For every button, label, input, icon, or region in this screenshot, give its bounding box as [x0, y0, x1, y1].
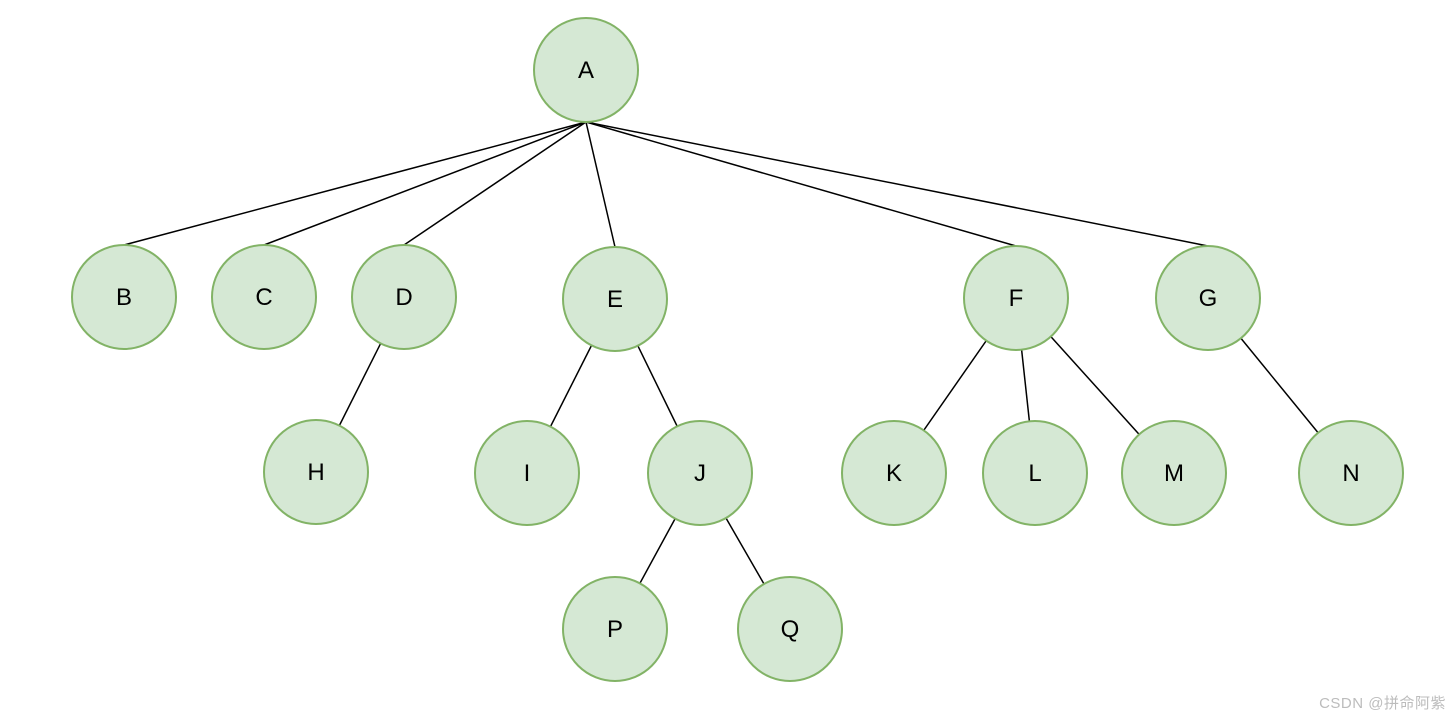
node-label-i: I — [524, 460, 531, 487]
node-circle-a — [533, 17, 639, 123]
watermark: CSDN @拼命阿紫 — [1319, 695, 1446, 712]
node-label-q: Q — [781, 616, 800, 643]
node-circle-p — [562, 576, 668, 682]
node-circle-g — [1155, 245, 1261, 351]
tree-node-i: I — [474, 420, 580, 526]
node-circle-c — [211, 244, 317, 350]
node-label-g: G — [1199, 285, 1218, 312]
node-circle-k — [841, 420, 947, 526]
node-label-k: K — [886, 460, 902, 487]
node-circle-j — [647, 420, 753, 526]
node-label-h: H — [307, 459, 324, 486]
edge-a-d — [403, 121, 587, 246]
tree-node-b: B — [71, 244, 177, 350]
tree-node-l: L — [982, 420, 1088, 526]
node-circle-n — [1298, 420, 1404, 526]
node-circle-m — [1121, 420, 1227, 526]
node-label-c: C — [255, 284, 272, 311]
edge-a-c — [263, 121, 587, 246]
edge-a-e — [585, 121, 616, 248]
tree-node-p: P — [562, 576, 668, 682]
node-circle-i — [474, 420, 580, 526]
node-label-a: A — [578, 57, 594, 84]
tree-node-g: G — [1155, 245, 1261, 351]
tree-node-c: C — [211, 244, 317, 350]
tree-node-k: K — [841, 420, 947, 526]
node-circle-f — [963, 245, 1069, 351]
node-label-b: B — [116, 284, 132, 311]
edge-a-b — [123, 121, 587, 246]
tree-node-e: E — [562, 246, 668, 352]
tree-node-q: Q — [737, 576, 843, 682]
tree-node-m: M — [1121, 420, 1227, 526]
node-label-f: F — [1009, 285, 1024, 312]
node-circle-q — [737, 576, 843, 682]
node-label-n: N — [1342, 460, 1359, 487]
node-circle-b — [71, 244, 177, 350]
tree-node-n: N — [1298, 420, 1404, 526]
tree-node-d: D — [351, 244, 457, 350]
node-label-m: M — [1164, 460, 1184, 487]
tree-node-j: J — [647, 420, 753, 526]
tree-node-h: H — [263, 419, 369, 525]
tree-node-f: F — [963, 245, 1069, 351]
node-circle-e — [562, 246, 668, 352]
tree-node-a: A — [533, 17, 639, 123]
node-label-p: P — [607, 616, 623, 643]
node-circle-l — [982, 420, 1088, 526]
node-label-j: J — [694, 460, 706, 487]
node-circle-d — [351, 244, 457, 350]
node-label-e: E — [607, 286, 623, 313]
edge-a-g — [585, 121, 1209, 247]
node-label-l: L — [1028, 460, 1041, 487]
node-label-d: D — [395, 284, 412, 311]
edge-a-f — [585, 121, 1017, 247]
node-circle-h — [263, 419, 369, 525]
